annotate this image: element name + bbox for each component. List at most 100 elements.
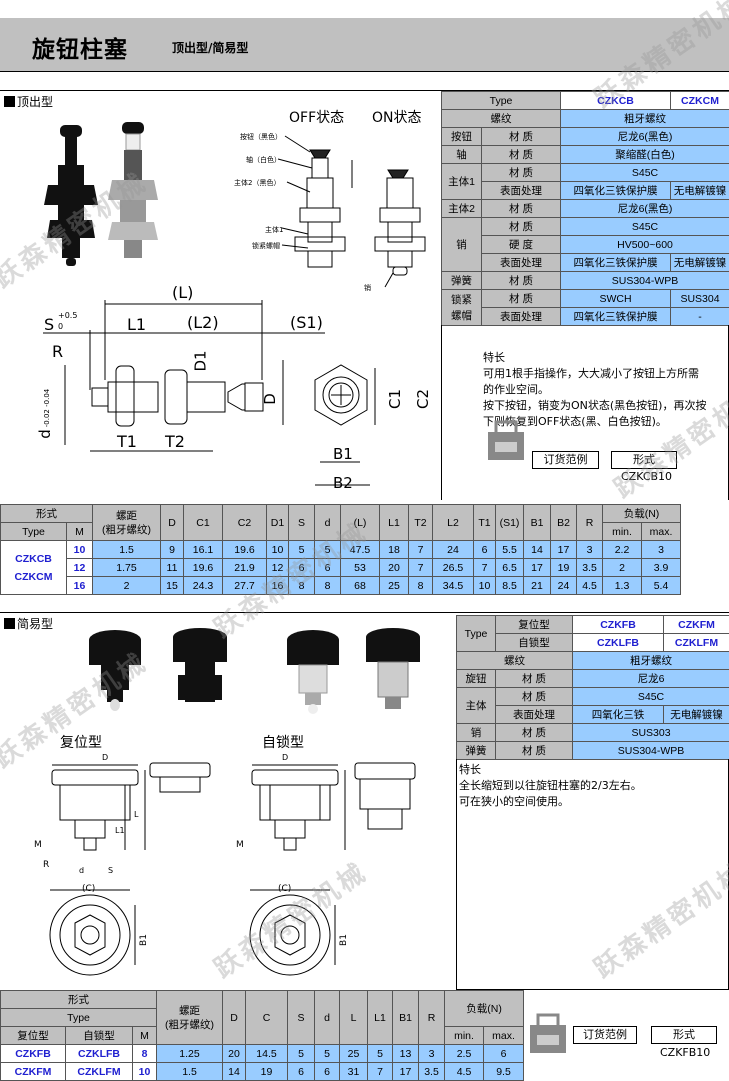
type-name: CZKCM	[14, 570, 53, 583]
column-header: R	[576, 504, 603, 541]
dim-B2: B2	[333, 474, 353, 492]
table-cell: 7	[408, 540, 433, 559]
table-cell: 14	[222, 1062, 247, 1081]
type-cell: CZKFM	[0, 1062, 66, 1081]
table-cell: 25	[379, 576, 409, 595]
page-subtitle: 顶出型/简易型	[172, 41, 249, 55]
form-button[interactable]: 形式	[651, 1026, 717, 1044]
dim-D: D	[260, 393, 279, 405]
dim-M-simple: M	[34, 840, 42, 850]
page-title: 旋钮柱塞	[32, 37, 128, 63]
dim-D-selflock: D	[282, 753, 289, 762]
column-header: R	[418, 990, 446, 1045]
dim-S-simple: S	[108, 866, 114, 875]
part-label-pin: 销	[364, 284, 371, 292]
table-cell: 16	[266, 576, 289, 595]
dim-d-simple: d	[79, 866, 85, 875]
features-simple: 特长全长缩短到以往旋钮柱塞的2/3左右。可在狭小的空间使用。	[459, 763, 642, 808]
pitch-cell: 1.5	[92, 540, 161, 559]
features-ejector: 特长可用1根手指操作，大大减小了按钮上方所需的作业空间。按下按钮，销变为ON状态…	[483, 351, 707, 428]
m-cell: 10	[66, 540, 93, 559]
table-cell: 20	[222, 1044, 247, 1063]
column-header: B1	[523, 504, 551, 541]
pitch-cell: 1.5	[156, 1062, 224, 1081]
table-cell: 4.5	[576, 576, 603, 595]
table-cell: 24.3	[183, 576, 223, 595]
table-cell: 25	[339, 1044, 369, 1063]
dim-L: (L)	[172, 283, 194, 302]
m-cell: 12	[66, 558, 93, 577]
table-cell: 34.5	[432, 576, 474, 595]
table-cell: 11	[160, 558, 184, 577]
table-cell: 8	[314, 576, 341, 595]
table-cell: 15	[160, 576, 184, 595]
order-machine-icon	[488, 420, 524, 460]
page-header	[0, 18, 729, 72]
column-header: d	[314, 990, 341, 1045]
table-cell: 5	[288, 540, 315, 559]
table-cell: 3	[576, 540, 603, 559]
table-cell: 6	[483, 1044, 525, 1063]
m-cell: 10	[131, 1062, 158, 1081]
table-cell: 9	[160, 540, 184, 559]
part-label-button: 按钮（黑色）	[240, 133, 282, 141]
table-cell: 3	[640, 540, 682, 559]
column-header: L	[339, 990, 369, 1045]
table-cell: 17	[392, 1062, 420, 1081]
dim-T2: T2	[165, 432, 185, 451]
off-state-label: OFF状态	[289, 110, 345, 126]
column-header: S	[288, 504, 315, 541]
product-photo-simple	[89, 628, 420, 714]
table-cell: 24	[550, 576, 577, 595]
order-example-button[interactable]: 订货范例	[532, 451, 599, 469]
table-cell: 19.6	[222, 540, 267, 559]
dim-D-simple: D	[102, 753, 109, 762]
dim-C-selflock: (C)	[278, 884, 292, 894]
m-cell: 8	[131, 1044, 158, 1063]
table-cell: 5	[367, 1044, 394, 1063]
dim-R: R	[52, 342, 64, 361]
order-example-button[interactable]: 订货范例	[573, 1026, 637, 1044]
form-button[interactable]: 形式	[611, 451, 677, 469]
table-cell: 9.5	[483, 1062, 525, 1081]
table-cell: 7	[408, 558, 433, 577]
column-header: L1	[367, 990, 394, 1045]
table-cell: 68	[340, 576, 380, 595]
table-cell: 14.5	[245, 1044, 289, 1063]
table-cell: 8.5	[495, 576, 524, 595]
table-cell: 6	[287, 1062, 316, 1081]
table-cell: 47.5	[340, 540, 380, 559]
table-cell: 6	[288, 558, 315, 577]
table-cell: 7	[473, 558, 496, 577]
on-state-label: ON状态	[372, 110, 422, 126]
table-cell: 6	[314, 1062, 341, 1081]
dim-T1: T1	[117, 432, 137, 451]
type-cell: CZKLFB	[65, 1044, 133, 1063]
table-cell: 10	[266, 540, 289, 559]
table-cell: 2	[602, 558, 642, 577]
selflock-type-label: 自锁型	[262, 735, 304, 751]
table-cell: 27.7	[222, 576, 267, 595]
table-cell: 3.5	[576, 558, 603, 577]
table-cell: 4.5	[444, 1062, 485, 1081]
dim-C-simple: (C)	[82, 884, 96, 894]
table-cell: 2.5	[444, 1044, 485, 1063]
dim-d-tol: -0.02 -0.04	[43, 388, 52, 428]
column-header: B2	[550, 504, 577, 541]
column-header: 负载(N)	[601, 504, 682, 523]
dim-L-simple: L	[134, 810, 139, 819]
table-cell: 26.5	[432, 558, 474, 577]
table-cell: 1.3	[602, 576, 642, 595]
table-cell: 13	[392, 1044, 420, 1063]
product-photo-ejector	[44, 122, 158, 266]
column-header: D	[222, 990, 247, 1045]
column-header: D	[160, 504, 184, 541]
column-header: B1	[392, 990, 420, 1045]
part-label-locknut: 锁紧螺帽	[252, 242, 280, 250]
